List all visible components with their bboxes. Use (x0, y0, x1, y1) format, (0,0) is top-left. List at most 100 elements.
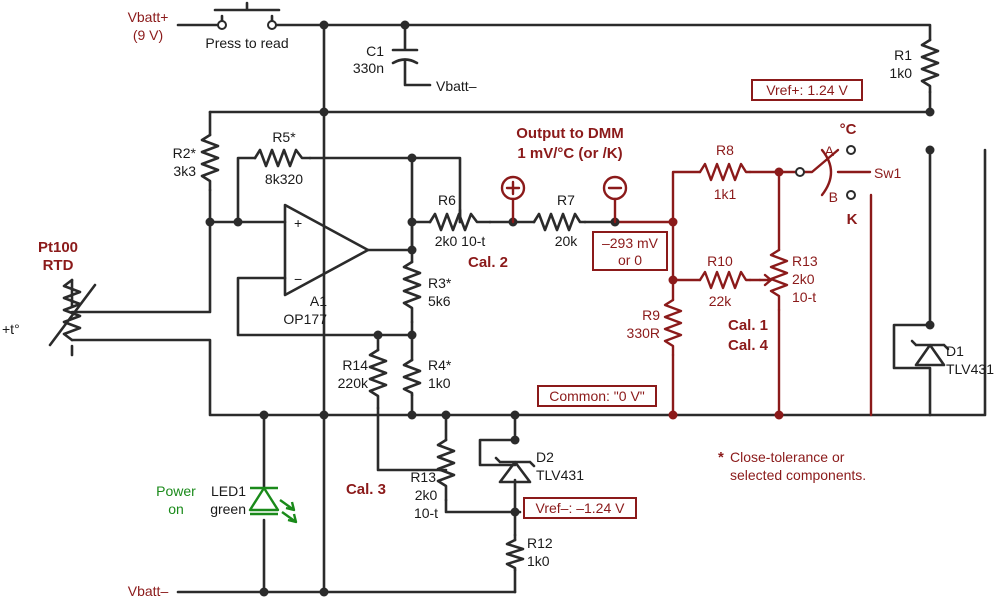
r14-name: R14 (342, 357, 368, 373)
r7-name: R7 (557, 192, 575, 208)
r10-value: 22k (709, 293, 733, 309)
rtd-temp-label: +t° (2, 321, 20, 337)
r6-name: R6 (438, 192, 456, 208)
opamp-a1-symbol (283, 203, 370, 297)
r13-upper-extra: 10-t (792, 289, 816, 305)
r13-lower-extra: 10-t (414, 505, 438, 521)
opamp-plus-sign: + (294, 215, 302, 231)
r6-value: 2k0 10-t (435, 233, 486, 249)
r12-value: 1k0 (527, 553, 550, 569)
r13-lower-value: 2k0 (415, 487, 438, 503)
active-components (48, 203, 950, 484)
cal2-label: Cal. 2 (468, 254, 508, 271)
r8-value: 1k1 (714, 186, 737, 202)
cal4-label: Cal. 4 (728, 337, 769, 354)
vref-minus-box (523, 497, 637, 519)
led1-name: LED1 (211, 483, 246, 499)
led1-value: green (210, 501, 246, 517)
rtd-label-line1: Pt100 (38, 239, 78, 256)
junctions (205, 20, 935, 597)
r13-lower-name: R13 (410, 469, 436, 485)
r5-symbol (253, 148, 312, 168)
r2-symbol (200, 133, 220, 192)
d1-value: TLV431 (946, 361, 994, 377)
sw1-unit-k: K (847, 211, 858, 228)
note-line2: selected components. (730, 467, 866, 483)
r14-symbol (368, 348, 388, 410)
sw1-pos-b: B (829, 189, 838, 205)
sw1-name: Sw1 (874, 165, 901, 181)
a1-value: OP177 (283, 311, 327, 327)
r7-value: 20k (555, 233, 579, 249)
d1-name: D1 (946, 343, 964, 359)
label-boxes (523, 79, 863, 519)
r10-name: R10 (707, 253, 733, 269)
vref-minus-label: Vref–: –1.24 V (536, 500, 626, 516)
r5-name: R5* (272, 129, 296, 145)
rtd-symbol (48, 278, 97, 347)
note-star: * (718, 449, 724, 466)
press-to-read-label: Press to read (205, 35, 288, 51)
sw1-pos-a: A (825, 143, 835, 159)
vbatt-minus-label: Vbatt– (128, 583, 169, 599)
c1-vbatt-minus-label: Vbatt– (436, 78, 477, 94)
r13-upper-value: 2k0 (792, 271, 815, 287)
opamp-minus-sign: − (294, 271, 302, 287)
offset-box (592, 231, 668, 271)
r13-upper-name: R13 (792, 253, 818, 269)
r5-value: 8k320 (265, 171, 303, 187)
r13-upper-wiper (758, 273, 773, 287)
r4-symbol (402, 358, 422, 397)
r4-name: R4* (428, 357, 452, 373)
vref-plus-label: Vref+: 1.24 V (766, 82, 848, 98)
d2-name: D2 (536, 449, 554, 465)
common-box (537, 385, 657, 407)
r1-symbol (920, 38, 940, 94)
r1-name: R1 (894, 47, 912, 63)
r9-symbol (663, 298, 683, 357)
output-title-line2: 1 mV/°C (or /K) (517, 145, 622, 162)
d1-symbol (910, 339, 950, 367)
sw1-unit-c: °C (840, 121, 857, 138)
r9-name: R9 (642, 307, 660, 323)
r4-value: 1k0 (428, 375, 451, 391)
r7-symbol (532, 212, 587, 232)
r13-upper-symbol (769, 248, 789, 312)
r8-symbol (698, 162, 752, 182)
r2-value: 3k3 (173, 163, 196, 179)
power-on-line2: on (168, 501, 184, 517)
a1-name: A1 (310, 293, 327, 309)
labels: Vbatt+ (9 V) Press to read Vbatt– Vbatt–… (2, 9, 994, 599)
note-line1: Close-tolerance or (730, 449, 845, 465)
cal1-label: Cal. 1 (728, 317, 768, 334)
r12-name: R12 (527, 535, 553, 551)
vbatt-plus-volts: (9 V) (133, 27, 163, 43)
rtd-label-line2: RTD (43, 257, 74, 274)
c1-value: 330n (353, 60, 384, 76)
vbatt-plus-label: Vbatt+ (128, 9, 169, 25)
r6-symbol (428, 212, 492, 232)
r3-symbol (402, 260, 422, 324)
r3-value: 5k6 (428, 293, 451, 309)
r2-name: R2* (173, 145, 197, 161)
terminals (217, 20, 856, 200)
cal3-label: Cal. 3 (346, 481, 386, 498)
r13-lower-symbol (436, 438, 456, 502)
common-label: Common: "0 V" (549, 388, 645, 404)
r1-value: 1k0 (889, 65, 912, 81)
output-title-line1: Output to DMM (516, 125, 623, 142)
r3-name: R3* (428, 275, 452, 291)
output-connectors (500, 175, 628, 224)
r8-name: R8 (716, 142, 734, 158)
d2-value: TLV431 (536, 467, 584, 483)
resistors-black (200, 38, 940, 572)
offset-line2: or 0 (618, 252, 642, 268)
r9-value: 330R (627, 325, 660, 341)
led1-icon (248, 486, 298, 524)
c1-name: C1 (366, 43, 384, 59)
r12-symbol (505, 538, 525, 572)
offset-line1: –293 mV (602, 235, 659, 251)
d2-symbol (494, 456, 536, 484)
vref-plus-box (751, 79, 863, 101)
